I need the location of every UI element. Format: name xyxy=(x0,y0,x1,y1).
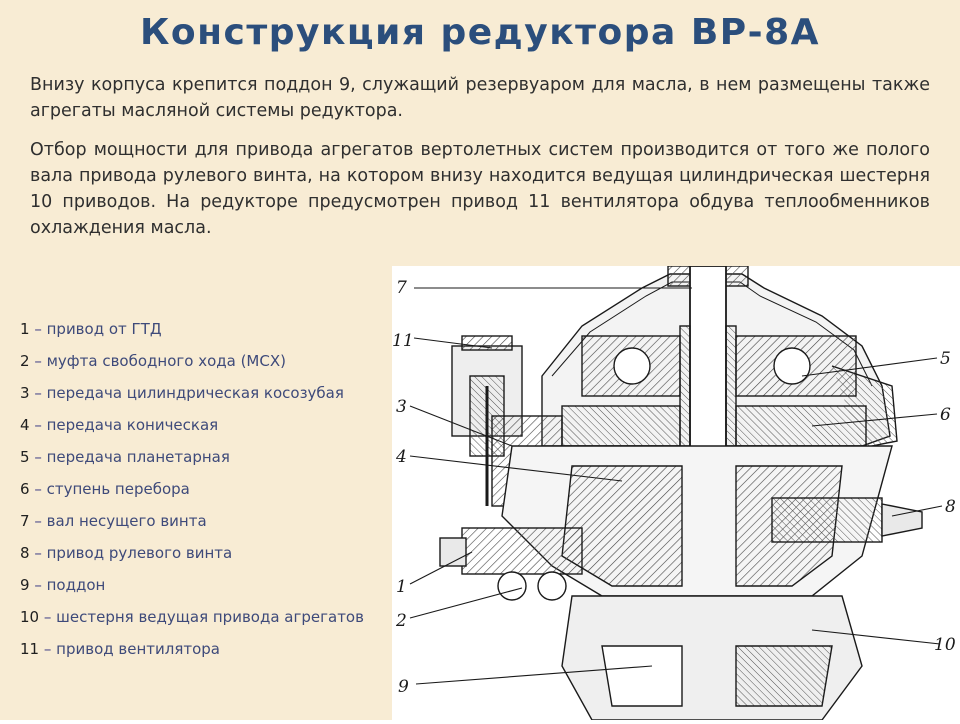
legend-item: 7 – вал несущего винта xyxy=(20,512,207,530)
gearbox-drawing-svg: 7 11 3 4 1 2 9 5 6 8 10 xyxy=(392,265,956,721)
gearbox-body xyxy=(439,265,923,721)
legend-item: 9 – поддон xyxy=(20,576,106,594)
tail-rotor-drive xyxy=(771,497,883,543)
slide-title: Конструкция редуктора ВР-8А xyxy=(140,12,820,53)
callout-3: 3 xyxy=(396,397,407,417)
reduction-stage xyxy=(735,405,867,447)
power-takeoff-paragraph: Отбор мощности для привода агрегатов вер… xyxy=(30,140,930,238)
callout-10: 10 xyxy=(934,635,956,655)
callout-5: 5 xyxy=(940,349,951,369)
legend-item: 2 – муфта свободного хода (МСХ) xyxy=(20,352,286,370)
legend-item: 3 – передача цилиндрическая косозубая xyxy=(20,384,344,402)
legend-item: 6 – ступень перебора xyxy=(20,480,190,498)
leader-lines xyxy=(409,287,943,685)
legend-item: 1 – привод от ГТД xyxy=(20,320,162,338)
callout-9: 9 xyxy=(398,677,409,697)
engine-input xyxy=(461,527,583,575)
legend-item: 8 – привод рулевого винта xyxy=(20,544,233,562)
callout-7: 7 xyxy=(396,278,407,298)
legend-item: 11 – привод вентилятора xyxy=(20,640,220,658)
legend-item: 4 – передача коническая xyxy=(20,416,219,434)
callout-8: 8 xyxy=(945,497,956,517)
planetary-stage xyxy=(735,335,857,397)
callout-2: 2 xyxy=(395,611,407,631)
component-legend: 1 – привод от ГТД 2 – муфта свободного х… xyxy=(20,318,395,670)
callout-1: 1 xyxy=(396,577,407,597)
legend-item: 5 – передача планетарная xyxy=(20,448,230,466)
intro-paragraph: Внизу корпуса крепится поддон 9, служащи… xyxy=(30,75,930,121)
callout-labels: 7 11 3 4 1 2 9 5 6 8 10 xyxy=(392,278,956,697)
callout-11: 11 xyxy=(392,331,414,351)
callout-6: 6 xyxy=(940,405,951,425)
legend-item: 10 – шестерня ведущая привода агрегатов xyxy=(20,608,364,626)
gearbox-cross-section: 7 11 3 4 1 2 9 5 6 8 10 xyxy=(392,265,960,721)
callout-4: 4 xyxy=(395,447,407,467)
